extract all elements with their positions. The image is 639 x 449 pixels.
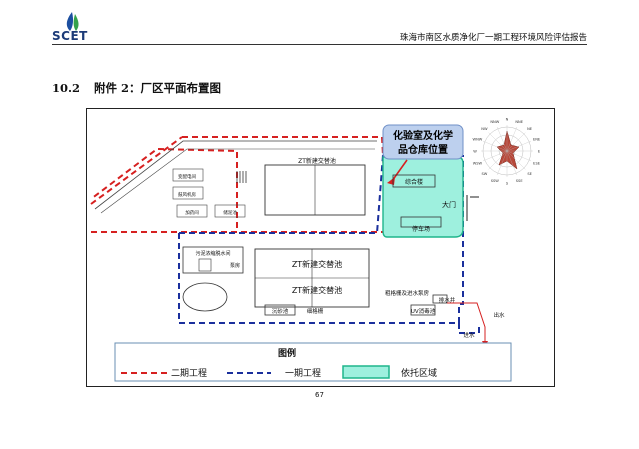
- wind-rose-direction-label: SSE: [516, 179, 524, 183]
- phase1-boundary: [178, 153, 480, 334]
- garage-building: [400, 216, 442, 228]
- header-divider: [52, 44, 587, 45]
- annex-label-1: 变配电间: [178, 173, 196, 180]
- wind-rose-direction-label: W: [473, 150, 477, 154]
- annex-label-4: 储泥池: [223, 209, 237, 216]
- support-area: [382, 156, 464, 238]
- phase2-boundary: [90, 147, 238, 233]
- office-building: [392, 174, 436, 188]
- office-label: 综合楼: [405, 178, 423, 186]
- wind-rose-direction-label: NNW: [490, 120, 499, 124]
- wind-rose-spoke: [506, 126, 518, 152]
- report-title: 珠海市南区水质净化厂一期工程环境风险评估报告: [399, 33, 587, 43]
- wind-rose-direction-label: NW: [481, 127, 488, 131]
- legend-title: 图例: [278, 347, 296, 359]
- wind-rose-direction-label: SE: [527, 172, 532, 176]
- pump-room-label: 泵房: [230, 262, 240, 269]
- grit-chamber: [264, 304, 296, 316]
- wind-rose-spoke: [506, 140, 532, 152]
- wind-rose-direction-label: E: [538, 150, 541, 154]
- logo-drop-green-icon: [73, 14, 79, 31]
- zt-tank-middle-label-1: ZT新建交替池: [292, 259, 342, 269]
- wind-rose-direction-label: S: [506, 182, 509, 186]
- wind-rose-spoke: [488, 132, 508, 152]
- wind-rose-direction-label: SW: [481, 172, 487, 176]
- callout-box: [382, 124, 464, 160]
- round-tank: [182, 282, 228, 312]
- legend-support-label: 依托区域: [401, 367, 437, 379]
- wind-rose-direction-label: SSW: [491, 179, 500, 183]
- wind-rose-spoke: [482, 140, 508, 152]
- existing-road-outline: [94, 140, 377, 210]
- callout-line2: 品仓库位置: [398, 143, 448, 156]
- section-number: 10.2: [52, 81, 81, 95]
- wind-rose-spoke: [506, 132, 526, 152]
- page-number: 67: [315, 391, 324, 399]
- wind-rose-spoke: [482, 150, 508, 162]
- phase2-boundary-left: [90, 136, 183, 205]
- garage-label: 停车场: [412, 225, 430, 233]
- legend-box: [114, 342, 512, 382]
- existing-road-inner: [100, 148, 375, 214]
- site-plan-drawing: 化验室及化学 品仓库位置 综合楼 大门 停车场 ZT新建交替池 变配电间 鼓风机…: [90, 118, 541, 382]
- sludge-room-label: 污泥浓缩脱水间: [195, 250, 230, 257]
- scet-logo: [66, 12, 79, 31]
- gate-label: 大门: [442, 200, 456, 209]
- zt-tank-top-label: ZT新建交替池: [298, 157, 336, 165]
- stripe-block: [236, 171, 247, 183]
- wind-rose-spoke: [506, 150, 532, 162]
- legend-phase1-label: 一期工程: [285, 368, 321, 379]
- wind-rose-spoke: [506, 150, 518, 176]
- coarse-screen-label: 粗格栅及进水泵房: [385, 289, 430, 297]
- site-plan-figure: 化验室及化学 品仓库位置 综合楼 大门 停车场 ZT新建交替池 变配电间 鼓风机…: [86, 108, 555, 387]
- legend-phase2-label: 二期工程: [171, 368, 207, 379]
- grit-chamber-label: 沉砂池: [272, 307, 289, 315]
- wind-rose-spoke: [496, 150, 508, 176]
- sludge-room: [182, 246, 244, 274]
- screen-label: 细格栅: [307, 307, 324, 315]
- uv-label: UV消毒池: [411, 307, 436, 315]
- uv-tank: [410, 304, 436, 316]
- annex-blocks: [172, 168, 246, 218]
- outfall-pipe: [447, 302, 486, 345]
- logo-drop-blue-icon: [66, 12, 74, 31]
- section-heading: 10.2 附件 2：厂区平面布置图: [52, 80, 221, 96]
- wind-rose-direction-label: NNE: [515, 120, 523, 124]
- legend-support-swatch: [342, 365, 390, 379]
- wind-rose-direction-label: WNW: [473, 137, 483, 141]
- outfall-label: 出水: [493, 311, 505, 319]
- wind-rose-direction-label: ENE: [533, 137, 541, 141]
- section-title-text: 附件 2：厂区平面布置图: [94, 81, 222, 95]
- wind-rose-spoke: [506, 150, 526, 170]
- annex-label-3: 加药间: [185, 209, 199, 216]
- annex-label-2: 鼓风机房: [178, 191, 196, 198]
- inlet-label: 进水: [463, 331, 475, 339]
- wind-rose-direction-label: WSW: [473, 162, 483, 166]
- outfall-well: [432, 294, 448, 304]
- callout-line1: 化验室及化学: [393, 129, 453, 142]
- wind-rose-spoke: [496, 126, 508, 152]
- logo-text: SCET: [52, 29, 88, 43]
- wind-rose-direction-label: ESE: [533, 162, 541, 166]
- wind-rose-spoke: [488, 150, 508, 170]
- wind-rose-direction-label: N: [506, 118, 509, 122]
- wind-rose-direction-label: NE: [527, 127, 533, 131]
- outfall-well-label: 排水井: [439, 296, 456, 304]
- zt-tank-middle-label-2: ZT新建交替池: [292, 285, 342, 295]
- sludge-tank: [198, 258, 212, 272]
